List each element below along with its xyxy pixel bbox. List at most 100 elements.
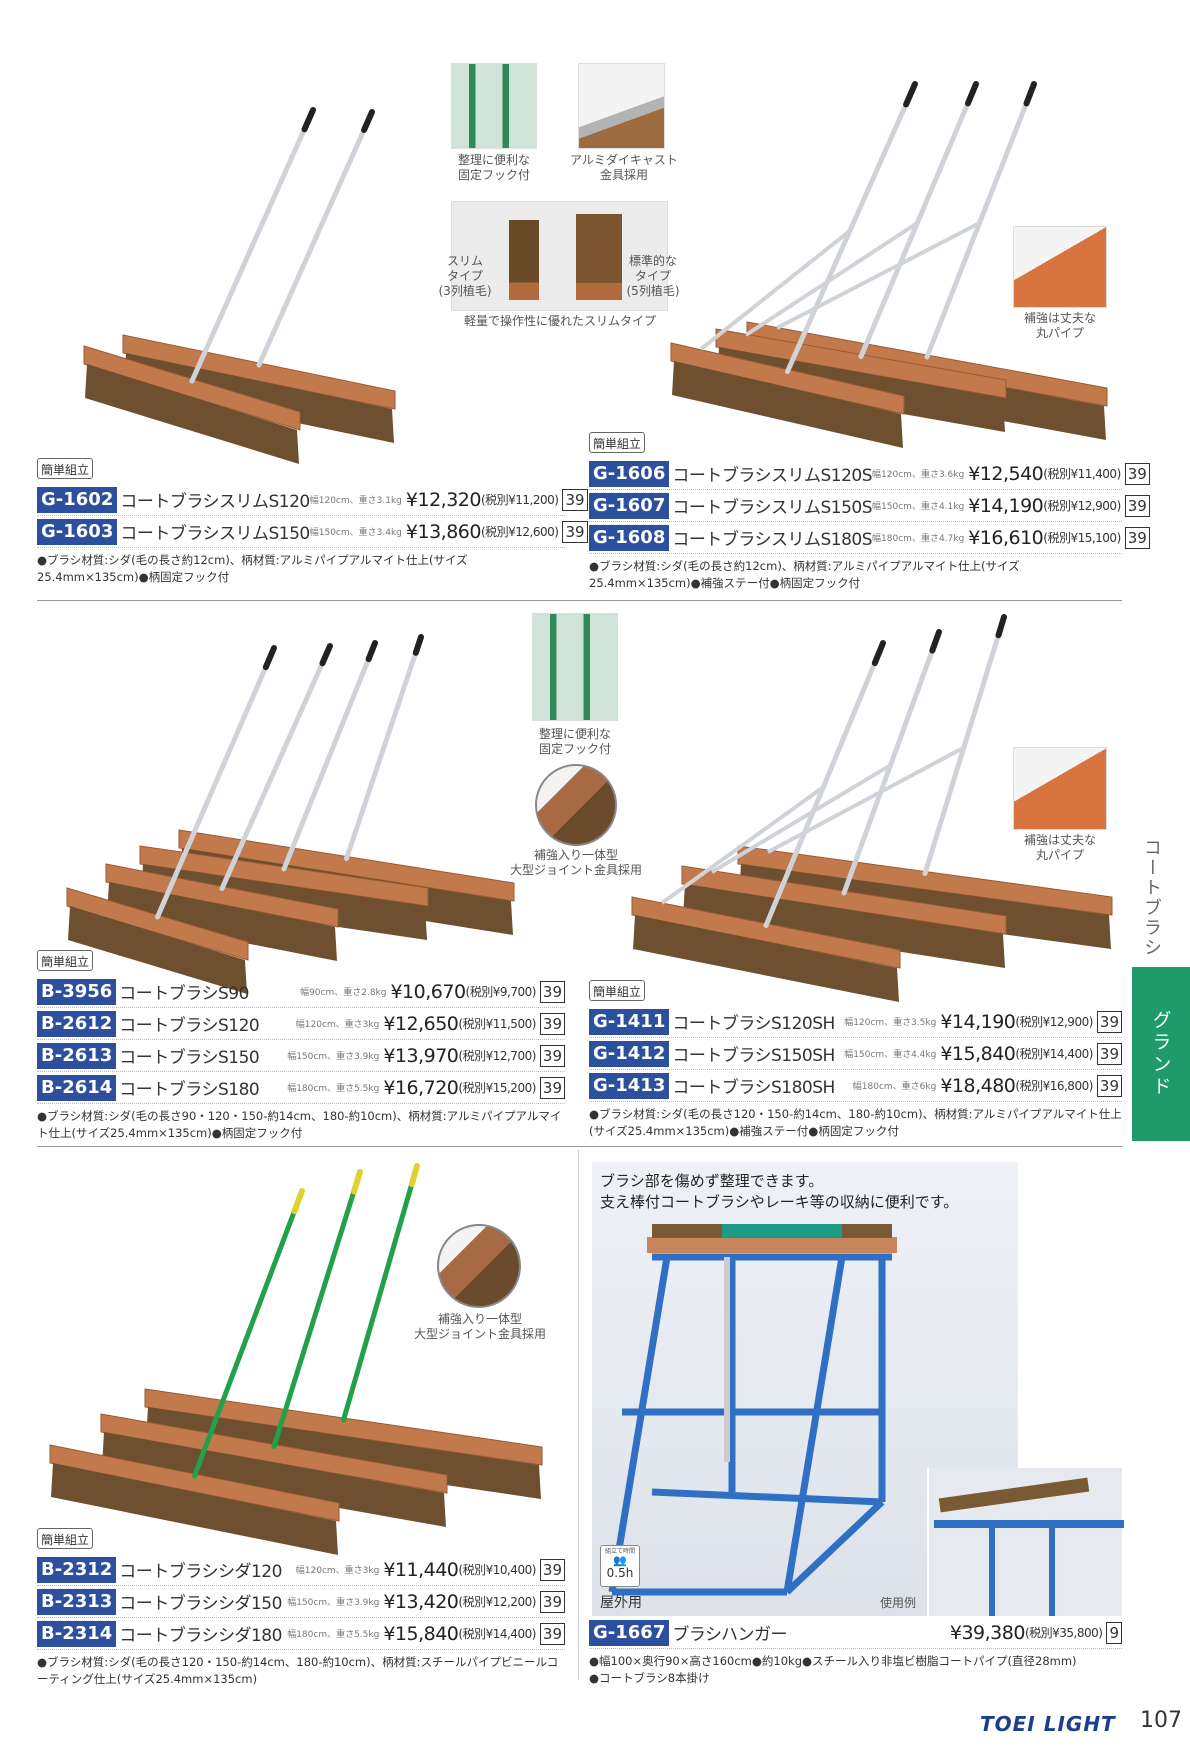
catalog-page-ref: 39: [539, 1558, 565, 1581]
caption-slim-type: スリム タイプ (3列植毛): [438, 254, 492, 298]
catalog-page-ref: 39: [562, 520, 588, 543]
brush-stay: [776, 220, 982, 330]
product-spec: 幅120cm、重さ3kg: [295, 1020, 380, 1030]
product-name: ブラシハンガー: [672, 1625, 787, 1645]
section-divider: [37, 1146, 1122, 1147]
brush-hanger-photo: ブラシ部を傷めず整理できます。 支え棒付コートブラシやレーキ等の収納に便利です。…: [592, 1162, 1018, 1616]
usage-example-label: 使用例: [880, 1596, 917, 1610]
product-price: ¥15,840: [383, 1622, 459, 1645]
catalog-page-ref: 39: [539, 980, 565, 1003]
product-notes: ●ブラシ材質:シダ(毛の長さ90・120・150-約14cm、180-約10cm…: [37, 1109, 562, 1140]
handle-grip: [1023, 81, 1037, 107]
product-notes: ●ブラシ材質:シダ(毛の長さ約12cm)、柄材質:アルミパイプアルマイト仕上(サ…: [37, 553, 468, 584]
easy-assembly-badge: 簡単組立: [589, 980, 646, 1001]
product-spec: 幅150cm、重さ3.9kg: [287, 1052, 380, 1062]
hanger-desc-line1: ブラシ部を傷めず整理できます。: [600, 1172, 824, 1190]
product-spec: 幅180cm、重さ5.5kg: [287, 1084, 380, 1094]
product-code: B-3956: [37, 978, 117, 1005]
brush-handle: [922, 614, 1007, 876]
hook-photo: [451, 63, 537, 149]
product-price-excl-tax: (税別¥15,200): [458, 1081, 536, 1095]
product-name: コートブラシS150: [119, 1048, 260, 1068]
brush-stay: [660, 784, 826, 905]
product-spec: 幅90cm、重さ2.8kg: [300, 988, 387, 998]
product-price: ¥13,860: [405, 520, 482, 543]
caption-hook: 整理に便利な 固定フック付: [538, 727, 611, 756]
caption-round-pipe: 補強は丈夫な 丸パイプ: [1023, 311, 1096, 340]
product-price-excl-tax: (税別¥15,100): [1043, 531, 1121, 545]
brush-bristles: [85, 364, 299, 464]
brush-stay: [710, 762, 893, 874]
brush-handle: [924, 81, 1037, 360]
caption-joint: 補強入り一体型 大型ジョイント金具採用: [413, 1312, 546, 1341]
catalog-page-ref: 39: [1096, 1074, 1122, 1097]
brush-stay: [699, 228, 853, 351]
handle-grip: [319, 643, 333, 667]
product-price: ¥10,670: [390, 980, 466, 1003]
brush-bristles: [51, 1463, 338, 1555]
handle-grip: [871, 640, 886, 667]
product-price: ¥39,380: [949, 1621, 1026, 1644]
side-tab-ground[interactable]: グランド: [1132, 967, 1190, 1141]
brush-head-wood: [670, 342, 905, 415]
brush-bristles: [102, 1432, 446, 1527]
round-pipe-photo: [1013, 226, 1107, 308]
brush-handle: [281, 640, 378, 872]
product-code: B-2314: [37, 1620, 117, 1647]
slim-bristle: [509, 220, 539, 300]
round-pipe-photo: [1013, 747, 1107, 830]
product-price: ¥12,320: [405, 488, 482, 511]
assembly-time-badge: 組立て時間 👥 0.5h: [600, 1545, 640, 1587]
product-spec: 幅120cm、重さ3.1kg: [309, 496, 402, 506]
catalog-page-ref: 39: [539, 1590, 565, 1613]
caption-joint: 補強入り一体型 大型ジョイント金具採用: [509, 848, 642, 877]
inset-brush: [938, 1477, 1090, 1513]
brush-head-wood: [83, 345, 301, 431]
brush-bristles: [124, 353, 394, 443]
brush-handle: [341, 1163, 420, 1423]
brush-head-wood: [49, 1444, 340, 1522]
product-code: G-1412: [589, 1040, 670, 1067]
brush-handle: [841, 629, 942, 896]
handle-grip: [412, 634, 424, 656]
standard-bristle: [576, 214, 622, 300]
easy-assembly-badge: 簡単組立: [37, 1528, 94, 1549]
handle-grip: [995, 614, 1007, 639]
brush-bristles: [672, 361, 903, 448]
brush-head-wood: [66, 887, 249, 961]
caption-aluminum: アルミダイキャスト 金具採用: [570, 153, 678, 182]
hanger-usage-photo: [927, 1468, 1124, 1616]
caption-standard-type: 標準的な タイプ (5列植毛): [626, 254, 680, 298]
product-price: ¥11,440: [383, 1558, 459, 1581]
product-name: コートブラシスリムS180S: [672, 530, 873, 550]
easy-assembly-badge: 簡単組立: [37, 458, 94, 479]
catalog-page-ref: 39: [1124, 526, 1150, 549]
product-spec: 幅180cm、重さ4.7kg: [872, 534, 965, 544]
product-price-excl-tax: (税別¥11,500): [458, 1017, 536, 1031]
product-spec: 幅150cm、重さ4.1kg: [872, 502, 965, 512]
product-code: G-1413: [589, 1072, 670, 1099]
brush-head-wood: [715, 328, 1007, 399]
handle-grip: [262, 645, 277, 671]
product-price: ¥15,840: [940, 1042, 1016, 1065]
